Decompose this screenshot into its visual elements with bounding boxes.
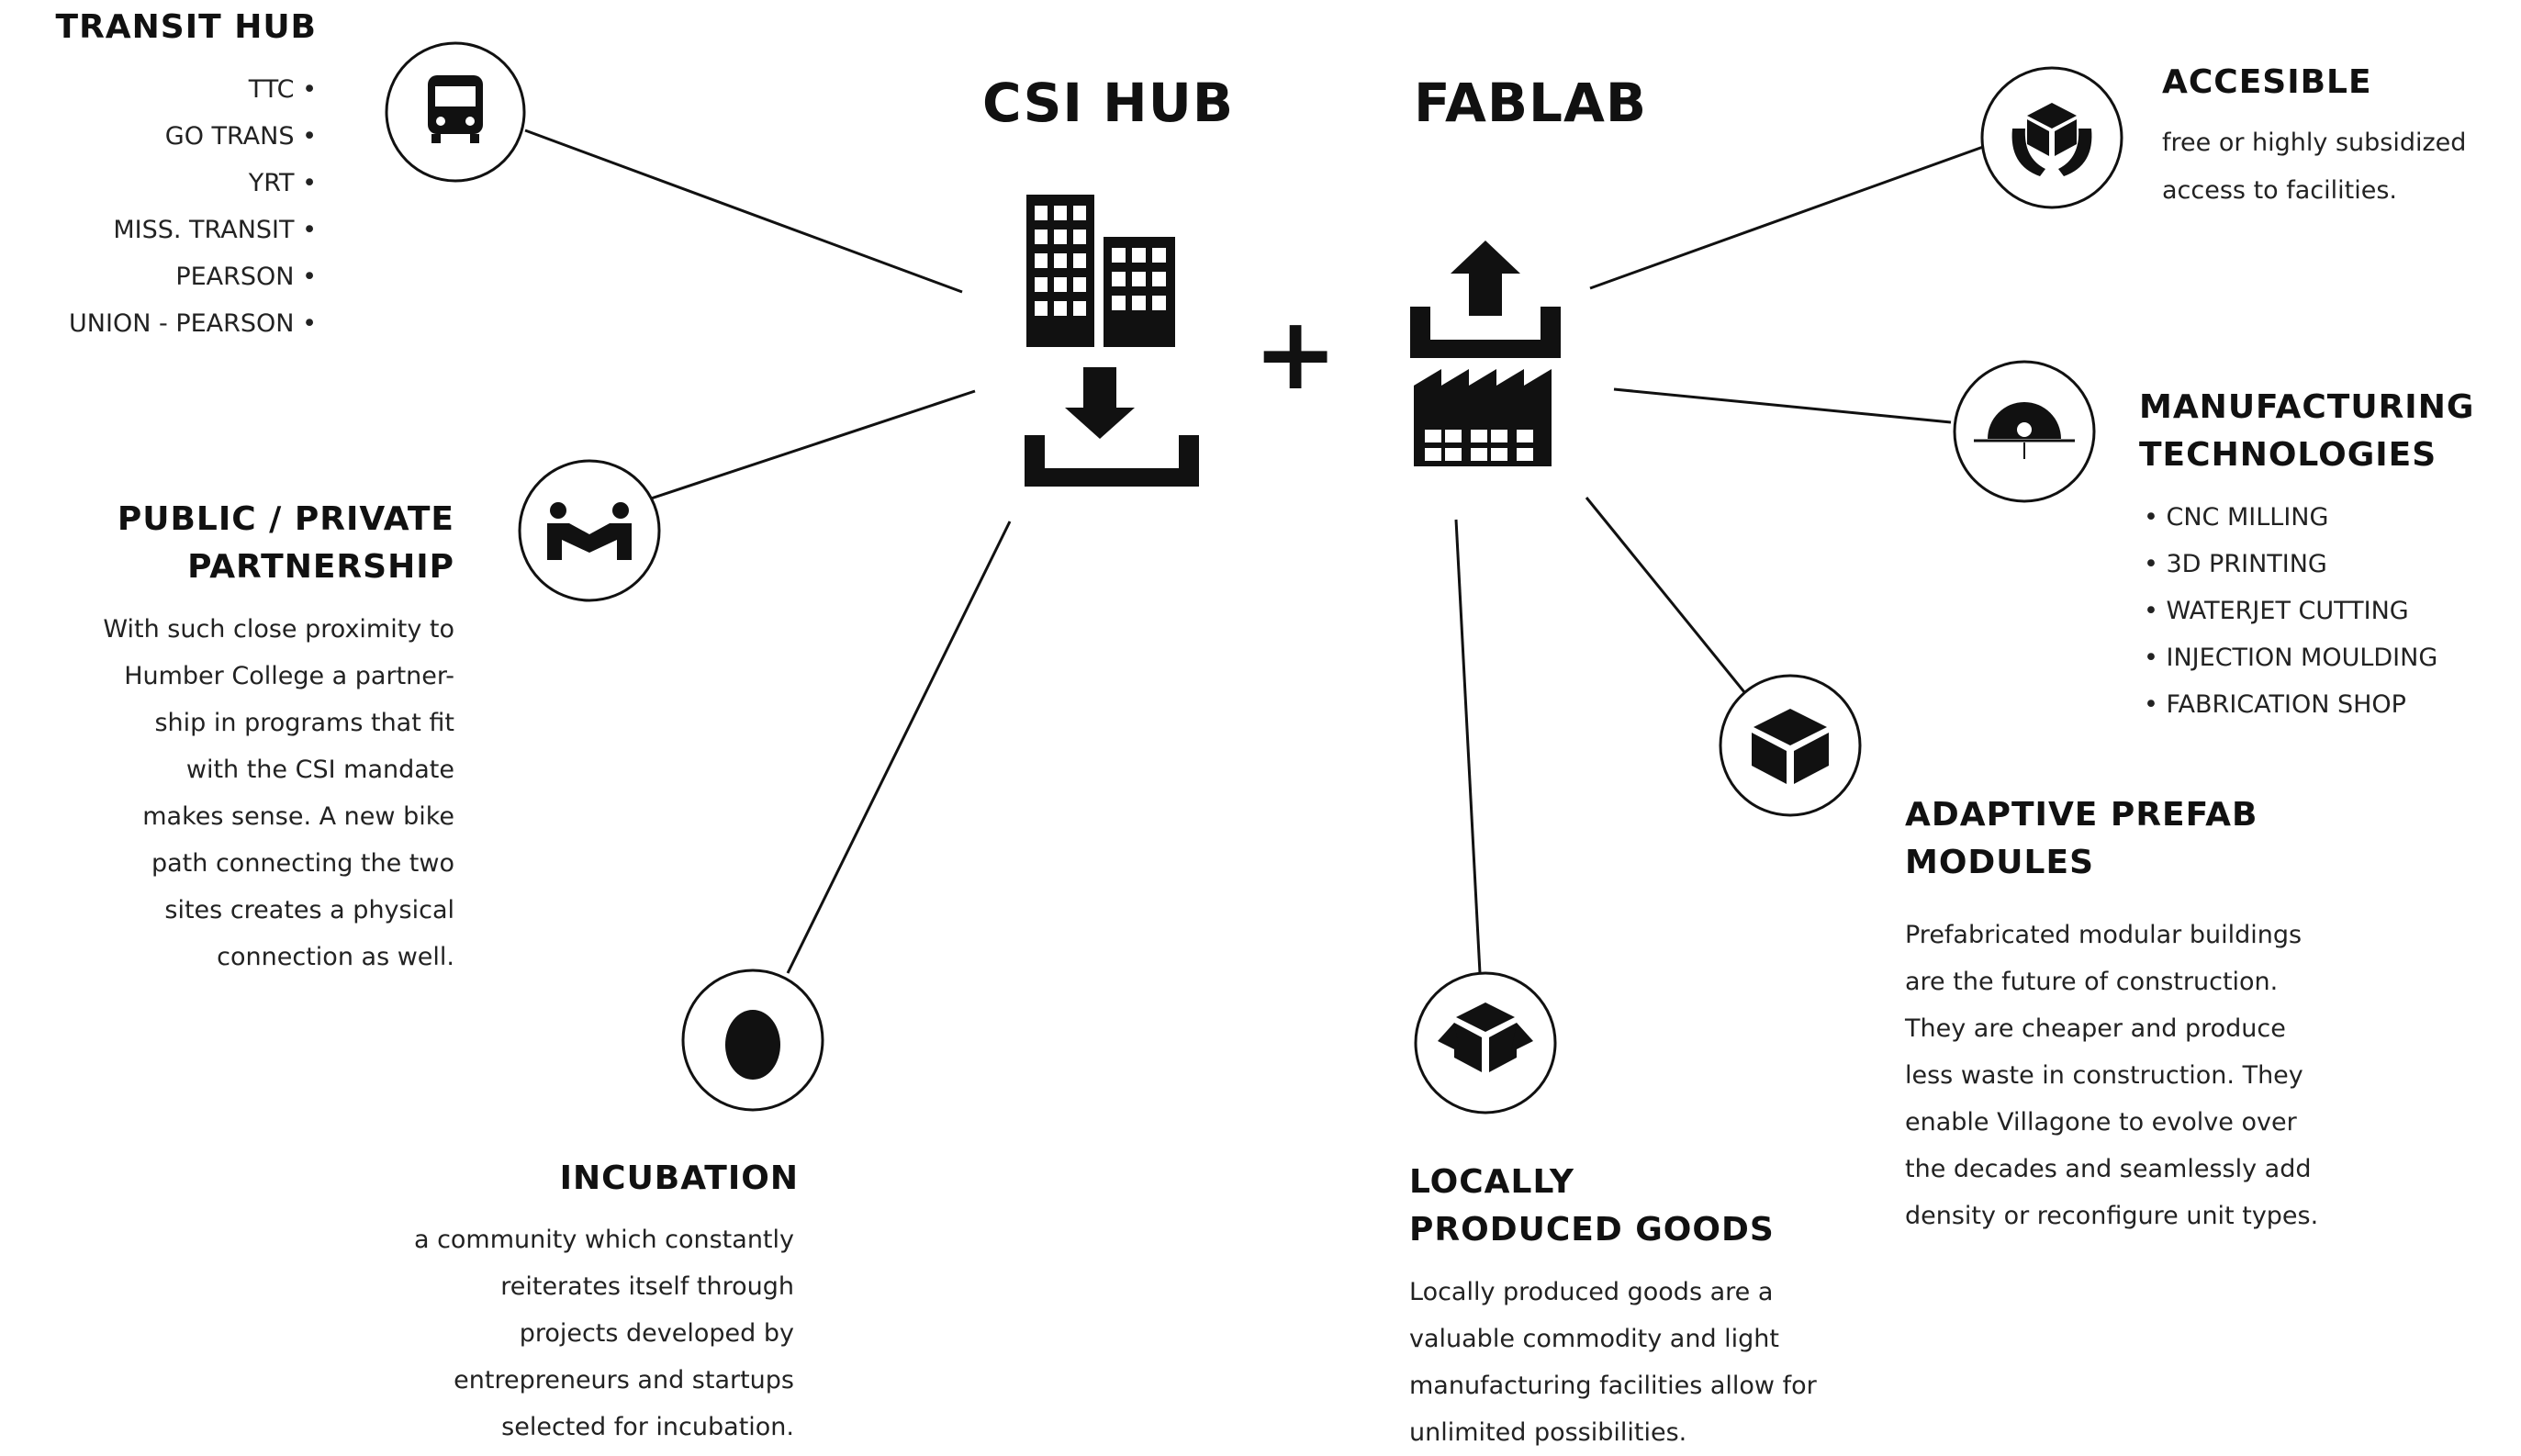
manufacturing-title: MANUFACTURING TECHNOLOGIES (2139, 388, 2475, 474)
sawblade-icon (1974, 402, 2075, 459)
manufacturing-node (1953, 360, 2096, 503)
manufacturing-item: • FABRICATION SHOP (2144, 690, 2406, 719)
accessible-title: ACCESIBLE (2162, 63, 2372, 101)
accessible-description: free or highly subsidized access to faci… (2162, 129, 2467, 205)
local-goods-node (1414, 971, 1557, 1114)
partnership-description: With such close proximity to Humber Coll… (103, 615, 454, 971)
adaptive-prefab-title: ADAPTIVE PREFAB MODULES (1905, 796, 2258, 881)
connector-manufacturing (1613, 387, 1952, 424)
upload-tray-icon (1410, 241, 1561, 358)
transit-item: YRT • (248, 169, 317, 197)
hands-box-icon (2011, 103, 2092, 176)
transit-item: GO TRANS • (164, 122, 317, 151)
transit-item: MISS. TRANSIT • (113, 216, 317, 244)
download-tray-icon (1025, 367, 1199, 487)
factory-icon (1414, 369, 1552, 466)
manufacturing-item: • INJECTION MOULDING (2144, 644, 2438, 672)
connector-local-goods (1454, 519, 1482, 974)
plus-sign: + (1253, 295, 1339, 412)
incubation-node (681, 969, 824, 1112)
fablab-title: FABLAB (1414, 72, 1648, 134)
partnership-title: PUBLIC / PRIVATE PARTNERSHIP (117, 500, 454, 586)
connector-adaptive (1585, 497, 1751, 699)
accessible-node (1980, 66, 2123, 209)
manufacturing-item: • CNC MILLING (2144, 503, 2329, 532)
egg-icon (725, 1010, 780, 1080)
transit-item: PEARSON • (175, 263, 317, 291)
local-goods-description: Locally produced goods are a valuable co… (1409, 1278, 1817, 1447)
open-box-icon (1438, 1002, 1533, 1072)
bus-icon (428, 75, 483, 143)
manufacturing-item: • 3D PRINTING (2144, 550, 2327, 578)
manufacturing-list: • CNC MILLING • 3D PRINTING • WATERJET C… (2144, 494, 2511, 728)
incubation-title: INCUBATION (559, 1159, 799, 1197)
transit-hub-title: TRANSIT HUB (55, 8, 317, 46)
partnership-node (518, 459, 661, 602)
connector-accessible (1589, 145, 1984, 290)
incubation-description: a community which constantly reiterates … (413, 1226, 794, 1441)
manufacturing-item: • WATERJET CUTTING (2144, 597, 2409, 625)
transit-node (385, 41, 526, 183)
cube-icon (1752, 709, 1829, 784)
adaptive-node (1719, 674, 1862, 817)
transit-item: TTC • (248, 75, 317, 104)
local-goods-title: LOCALLY PRODUCED GOODS (1409, 1163, 1775, 1249)
csi-hub-title: CSI HUB (982, 72, 1235, 134)
transit-item: UNION - PEARSON • (69, 309, 317, 338)
handshake-icon (547, 502, 632, 560)
connector-incubation (786, 521, 1012, 974)
transit-list: TTC • GO TRANS • YRT • MISS. TRANSIT • P… (9, 66, 317, 347)
connector-transit (524, 129, 963, 294)
office-buildings-icon (1026, 195, 1175, 347)
connector-partnership (625, 389, 976, 509)
adaptive-prefab-description: Prefabricated modular buildings are the … (1905, 921, 2319, 1230)
